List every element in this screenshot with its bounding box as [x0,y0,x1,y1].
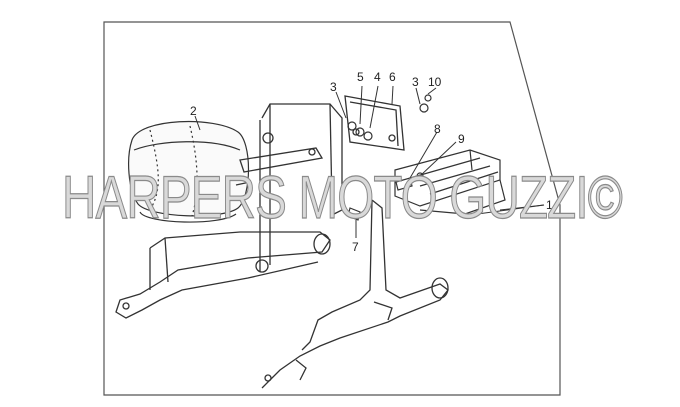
watermark-text: HARPERS MOTO GUZZI© [62,164,623,231]
callout-1: 1 [546,198,553,212]
callout-7: 7 [352,240,359,254]
fasteners [347,94,432,221]
callout-9: 9 [458,132,465,146]
callout-3-right: 3 [412,75,419,89]
callout-4: 4 [374,70,381,84]
callout-2: 2 [190,104,197,118]
backrest-pad [128,120,250,223]
callout-3-left: 3 [330,80,337,94]
callout-8: 8 [434,122,441,136]
leader-lines [194,85,545,238]
callout-10: 10 [428,75,442,89]
right-frame-rail [261,199,449,389]
diagram-frame [103,21,561,396]
callout-6: 6 [389,70,396,84]
luggage-rack [394,149,506,215]
left-frame-rail [115,231,331,319]
callout-5: 5 [357,70,364,84]
backrest-bracket [235,103,343,273]
